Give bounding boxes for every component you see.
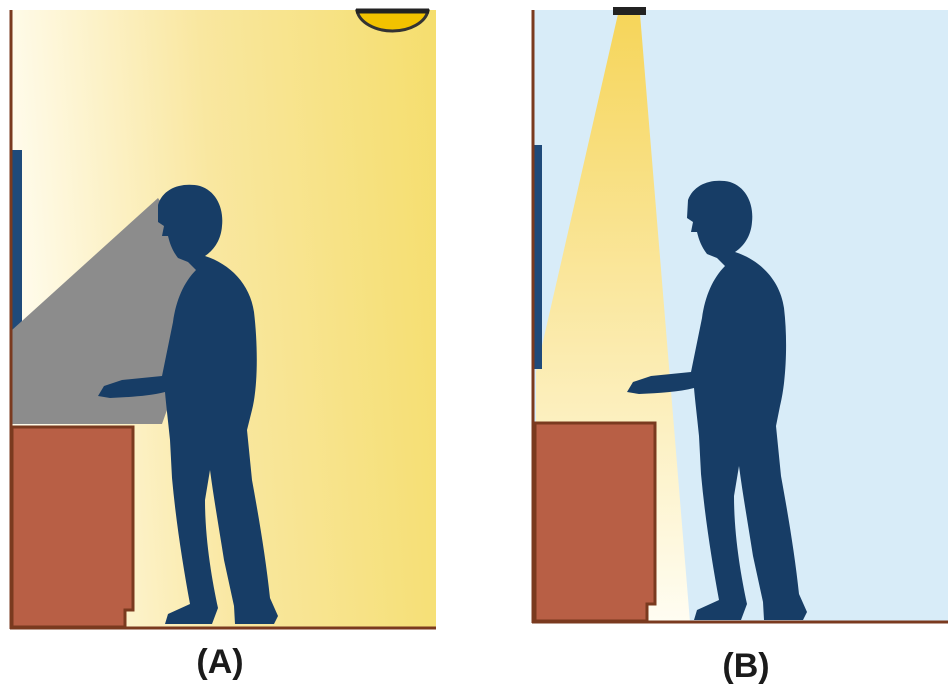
counter-cabinet bbox=[535, 423, 655, 621]
panel-a-caption: (A) bbox=[160, 642, 280, 682]
downlight-fixture bbox=[613, 7, 646, 15]
panel-a bbox=[10, 10, 436, 629]
counter-cabinet bbox=[12, 427, 133, 627]
panel-b-caption: (B) bbox=[686, 646, 806, 686]
wall-cabinet bbox=[534, 145, 542, 369]
panel-b bbox=[532, 7, 948, 623]
